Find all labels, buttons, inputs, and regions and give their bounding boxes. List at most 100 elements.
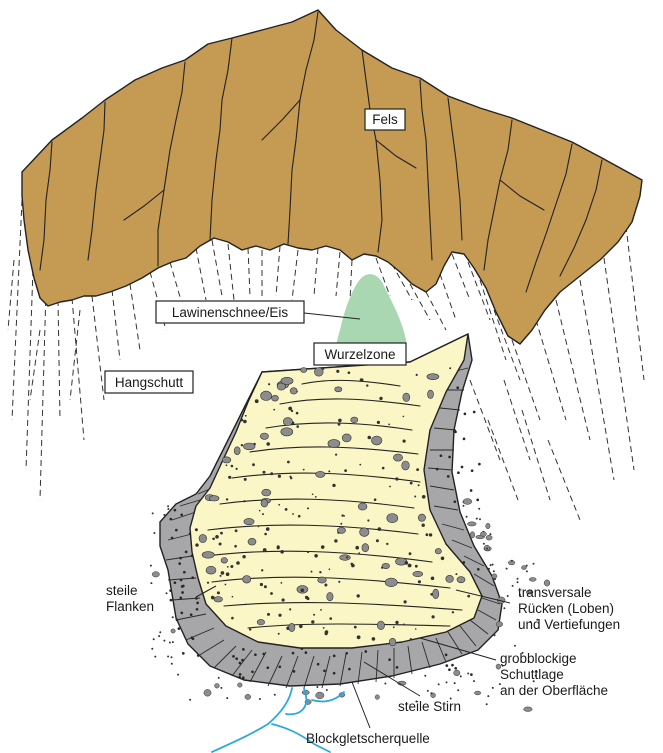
scree-line — [440, 274, 456, 320]
gravel-dot — [289, 608, 291, 610]
gravel-dot — [359, 464, 361, 466]
flank-dot — [333, 672, 335, 674]
scree-line — [292, 250, 298, 300]
gravel-dot — [217, 591, 220, 594]
boulder — [358, 503, 367, 510]
flank-dot — [196, 608, 198, 610]
debris-dot — [446, 681, 448, 683]
boulder — [385, 578, 397, 587]
scree-line — [626, 226, 644, 380]
flank-dot — [192, 577, 194, 579]
debris-dot — [473, 680, 475, 682]
gravel-dot — [376, 539, 379, 542]
debris-dot — [220, 687, 222, 689]
gravel-dot — [329, 617, 332, 620]
gravel-dot — [281, 582, 283, 584]
flank-dot — [471, 470, 473, 472]
gravel-dot — [441, 557, 445, 561]
debris-dot — [163, 514, 165, 516]
gravel-dot — [386, 543, 388, 545]
transversale-label-line1: transversale — [518, 585, 592, 600]
gravel-dot — [374, 498, 377, 501]
gravel-dot — [230, 565, 233, 568]
debris-dot — [457, 689, 459, 691]
flank-dot — [473, 411, 475, 413]
debris-dot — [384, 683, 386, 685]
debris-stone — [529, 578, 536, 582]
flank-dot — [333, 655, 335, 657]
gravel-dot — [320, 609, 322, 611]
scree-line — [512, 340, 540, 420]
debris-stone — [204, 689, 211, 696]
flank-dot — [174, 582, 176, 584]
debris-stone — [496, 622, 502, 627]
scree-line — [112, 290, 120, 360]
scree-line — [72, 298, 84, 440]
boulder — [316, 471, 325, 477]
gravel-dot — [338, 423, 341, 426]
flank-dot — [176, 619, 178, 621]
boulder — [314, 368, 323, 377]
debris-dot — [511, 560, 513, 562]
debris-dot — [526, 570, 528, 572]
debris-dot — [478, 508, 480, 510]
debris-stone — [215, 684, 220, 689]
gravel-dot — [236, 468, 238, 470]
flank-dot — [239, 662, 241, 664]
rock-massif — [22, 10, 642, 344]
boulder — [393, 454, 402, 461]
gravel-dot — [346, 556, 348, 558]
gravel-dot — [377, 421, 380, 424]
flank-dot — [455, 431, 457, 433]
gravel-dot — [245, 415, 247, 417]
flank-dot — [196, 598, 198, 600]
gravel-dot — [263, 471, 266, 474]
scree-line — [504, 380, 530, 460]
debris-dot — [487, 695, 489, 697]
gravel-dot — [395, 477, 398, 480]
scree-line — [130, 284, 140, 350]
gravel-dot — [278, 633, 280, 635]
scree-line — [196, 248, 206, 300]
flank-dot — [389, 659, 391, 661]
flank-dot — [170, 518, 172, 520]
flank-dot — [436, 468, 438, 470]
gravel-dot — [360, 378, 364, 382]
scree-line — [40, 290, 46, 500]
gravel-dot — [389, 486, 391, 488]
debris-dot — [166, 592, 168, 594]
debris-dot — [476, 518, 478, 520]
boulder — [372, 436, 382, 445]
flank-dot — [242, 659, 244, 661]
flank-dot — [463, 438, 465, 440]
scree-line — [488, 420, 518, 500]
gravel-dot — [328, 470, 330, 472]
flank-dot — [317, 663, 319, 665]
debris-dot — [171, 656, 173, 658]
grobblockige-label-line3: an der Oberfläche — [500, 683, 608, 698]
boulder — [206, 566, 216, 574]
debris-dot — [479, 518, 481, 520]
gravel-dot — [234, 545, 237, 548]
debris-dot — [177, 674, 179, 676]
gravel-dot — [219, 543, 222, 546]
gravel-dot — [227, 566, 229, 568]
boulder — [248, 538, 256, 545]
boulder — [327, 592, 333, 600]
gravel-dot — [382, 467, 385, 470]
boulder — [244, 518, 254, 524]
flank-dot — [178, 628, 180, 630]
gravel-dot — [235, 529, 238, 532]
scree-line — [30, 330, 40, 400]
debris-dot — [169, 642, 171, 644]
debris-dot — [466, 516, 468, 518]
gravel-dot — [236, 561, 240, 565]
flank-dot — [181, 514, 183, 516]
gravel-dot — [296, 425, 299, 428]
lawinenschnee-label: Lawinenschnee/Eis — [172, 305, 289, 320]
steile-flanken-label-line1: steile — [106, 583, 138, 598]
boulder — [221, 558, 227, 564]
gravel-dot — [324, 584, 327, 587]
debris-stone — [470, 532, 475, 538]
flank-dot — [170, 590, 172, 592]
